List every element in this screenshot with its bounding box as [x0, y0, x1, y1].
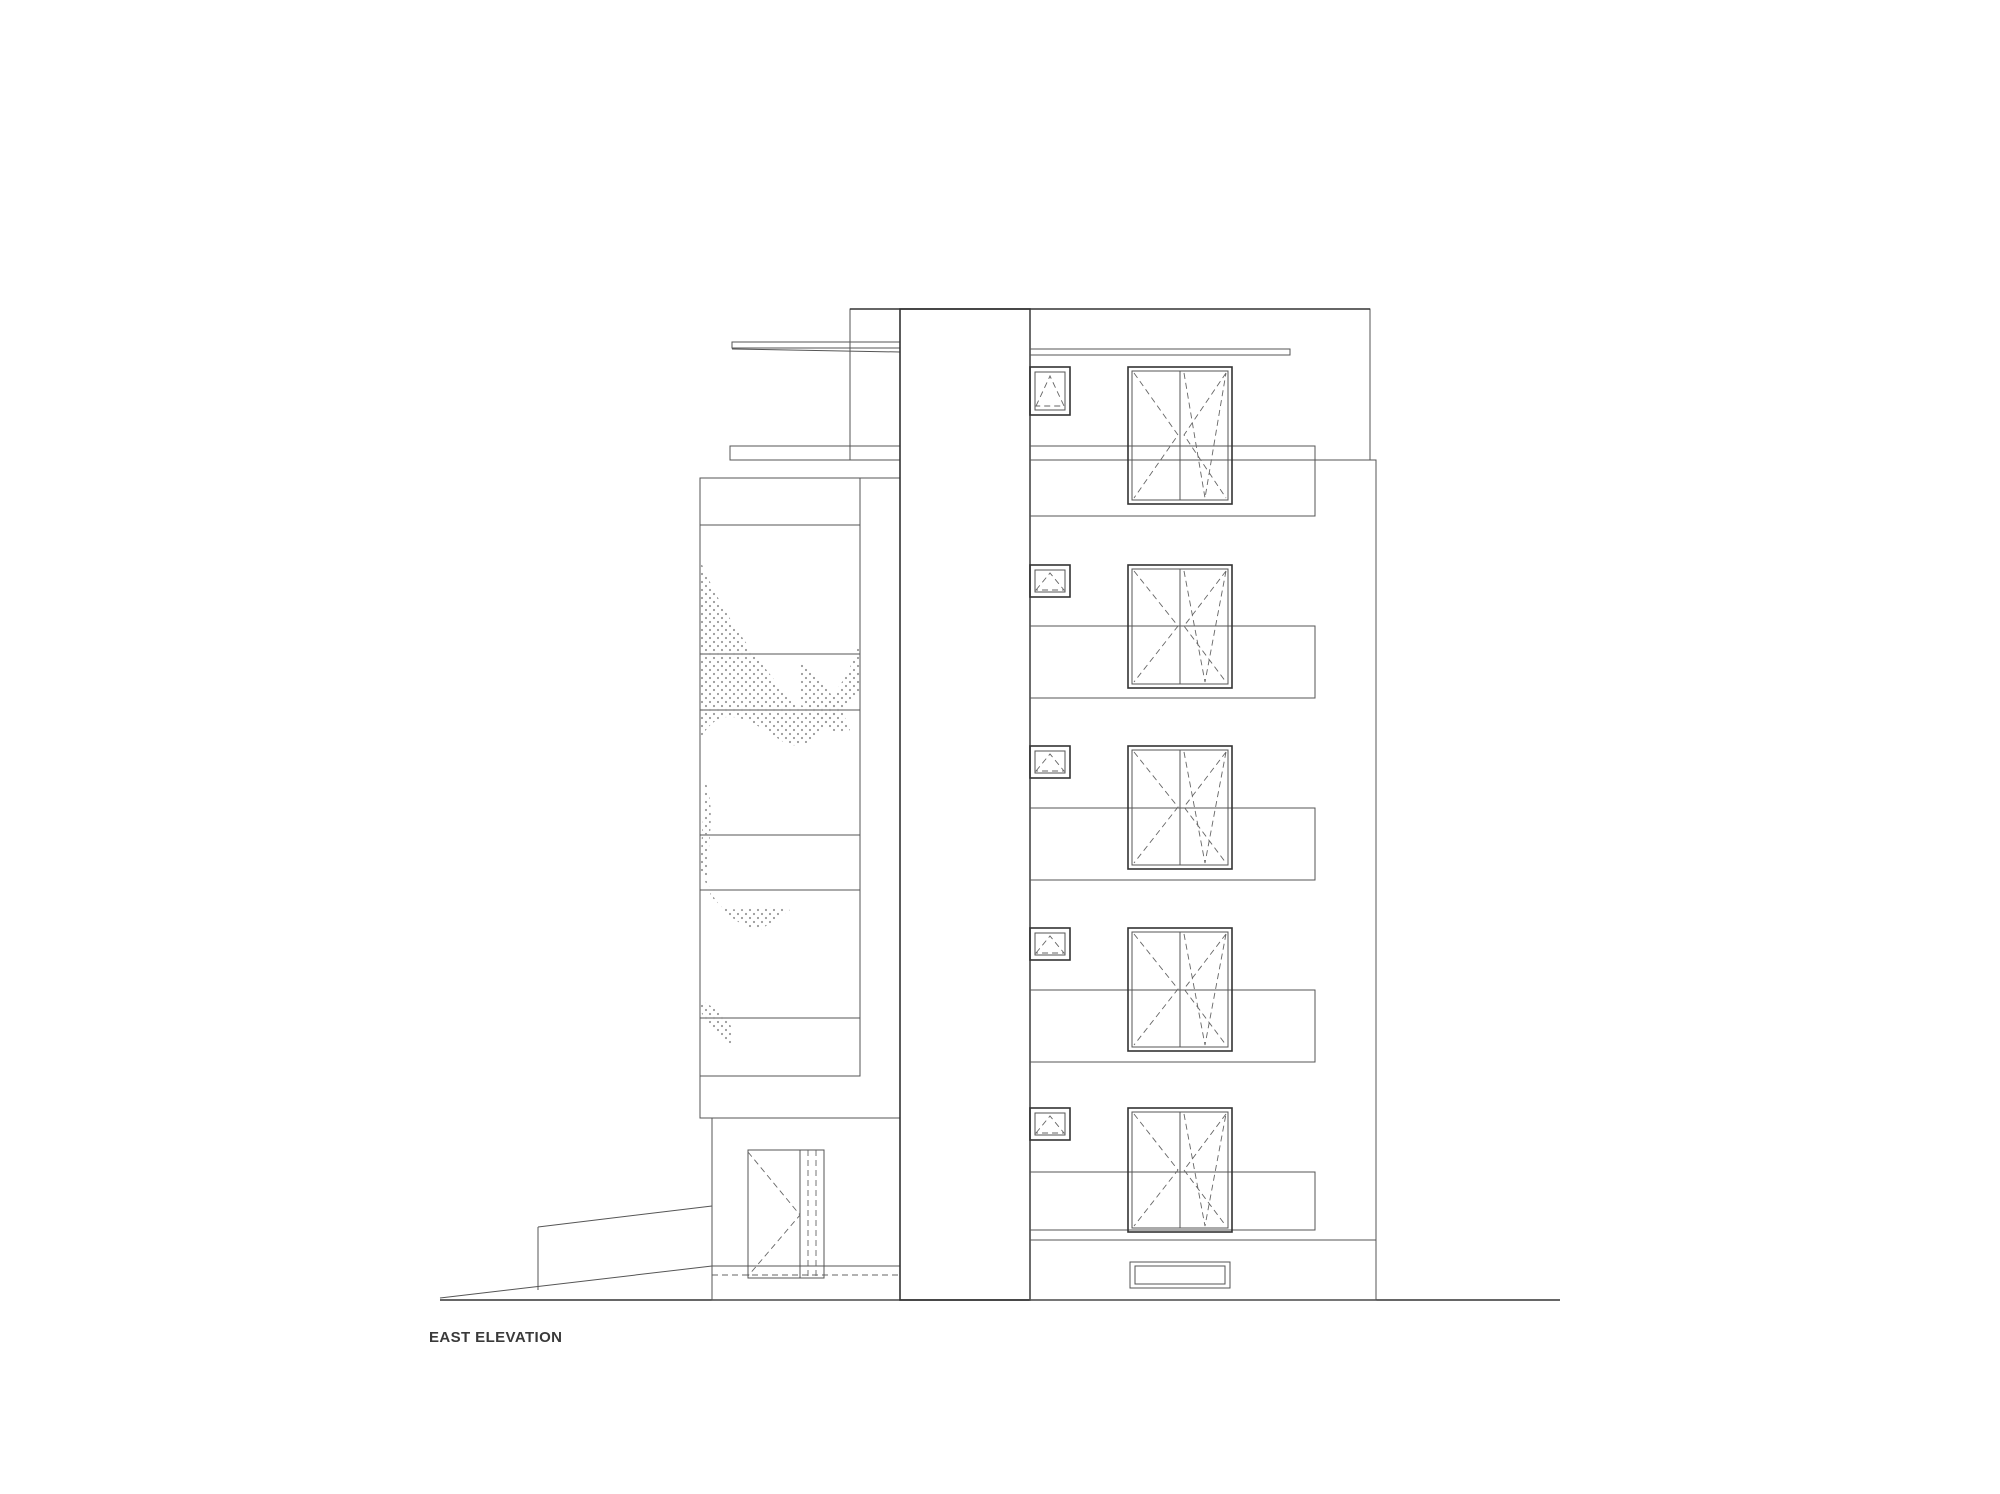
retaining-wall: [537, 1205, 713, 1290]
french-door-3: [1127, 927, 1233, 1052]
balcony-1: [1029, 625, 1316, 699]
french-door-2: [1127, 745, 1233, 870]
mesh-screen: [699, 477, 861, 1077]
penthouse-brick-left: [849, 308, 901, 461]
climbing-vine: [700, 560, 860, 1045]
roof-canopy: [731, 341, 901, 349]
left-wing-upper: [699, 477, 901, 1119]
small-window-3: [1029, 927, 1071, 961]
ground-floor-door: [747, 1149, 825, 1279]
plinth-brick: [1029, 1239, 1377, 1301]
penthouse-eave: [1029, 348, 1291, 356]
small-window-roof: [1029, 366, 1071, 416]
small-window-1: [1029, 564, 1071, 598]
drawing-title: EAST ELEVATION: [429, 1329, 563, 1346]
main-facade: [1029, 459, 1377, 1241]
balcony-2: [1029, 807, 1316, 881]
left-wing-lower: [711, 1117, 901, 1301]
terrain-slope: [439, 1265, 900, 1299]
small-window-2: [1029, 745, 1071, 779]
french-door-4: [1127, 1107, 1233, 1233]
small-window-4: [1029, 1107, 1071, 1141]
penthouse-brick-right: [1029, 308, 1371, 461]
roof-parapet-left: [729, 445, 901, 461]
french-door-roof: [1127, 366, 1233, 505]
balcony-4: [1029, 1171, 1316, 1231]
balcony-3: [1029, 989, 1316, 1063]
stone-column: [899, 308, 1031, 1301]
top-terrace-parapet: [1029, 445, 1316, 461]
balcony-roof: [1029, 459, 1316, 517]
french-door-1: [1127, 564, 1233, 689]
basement-window: [1129, 1261, 1231, 1289]
